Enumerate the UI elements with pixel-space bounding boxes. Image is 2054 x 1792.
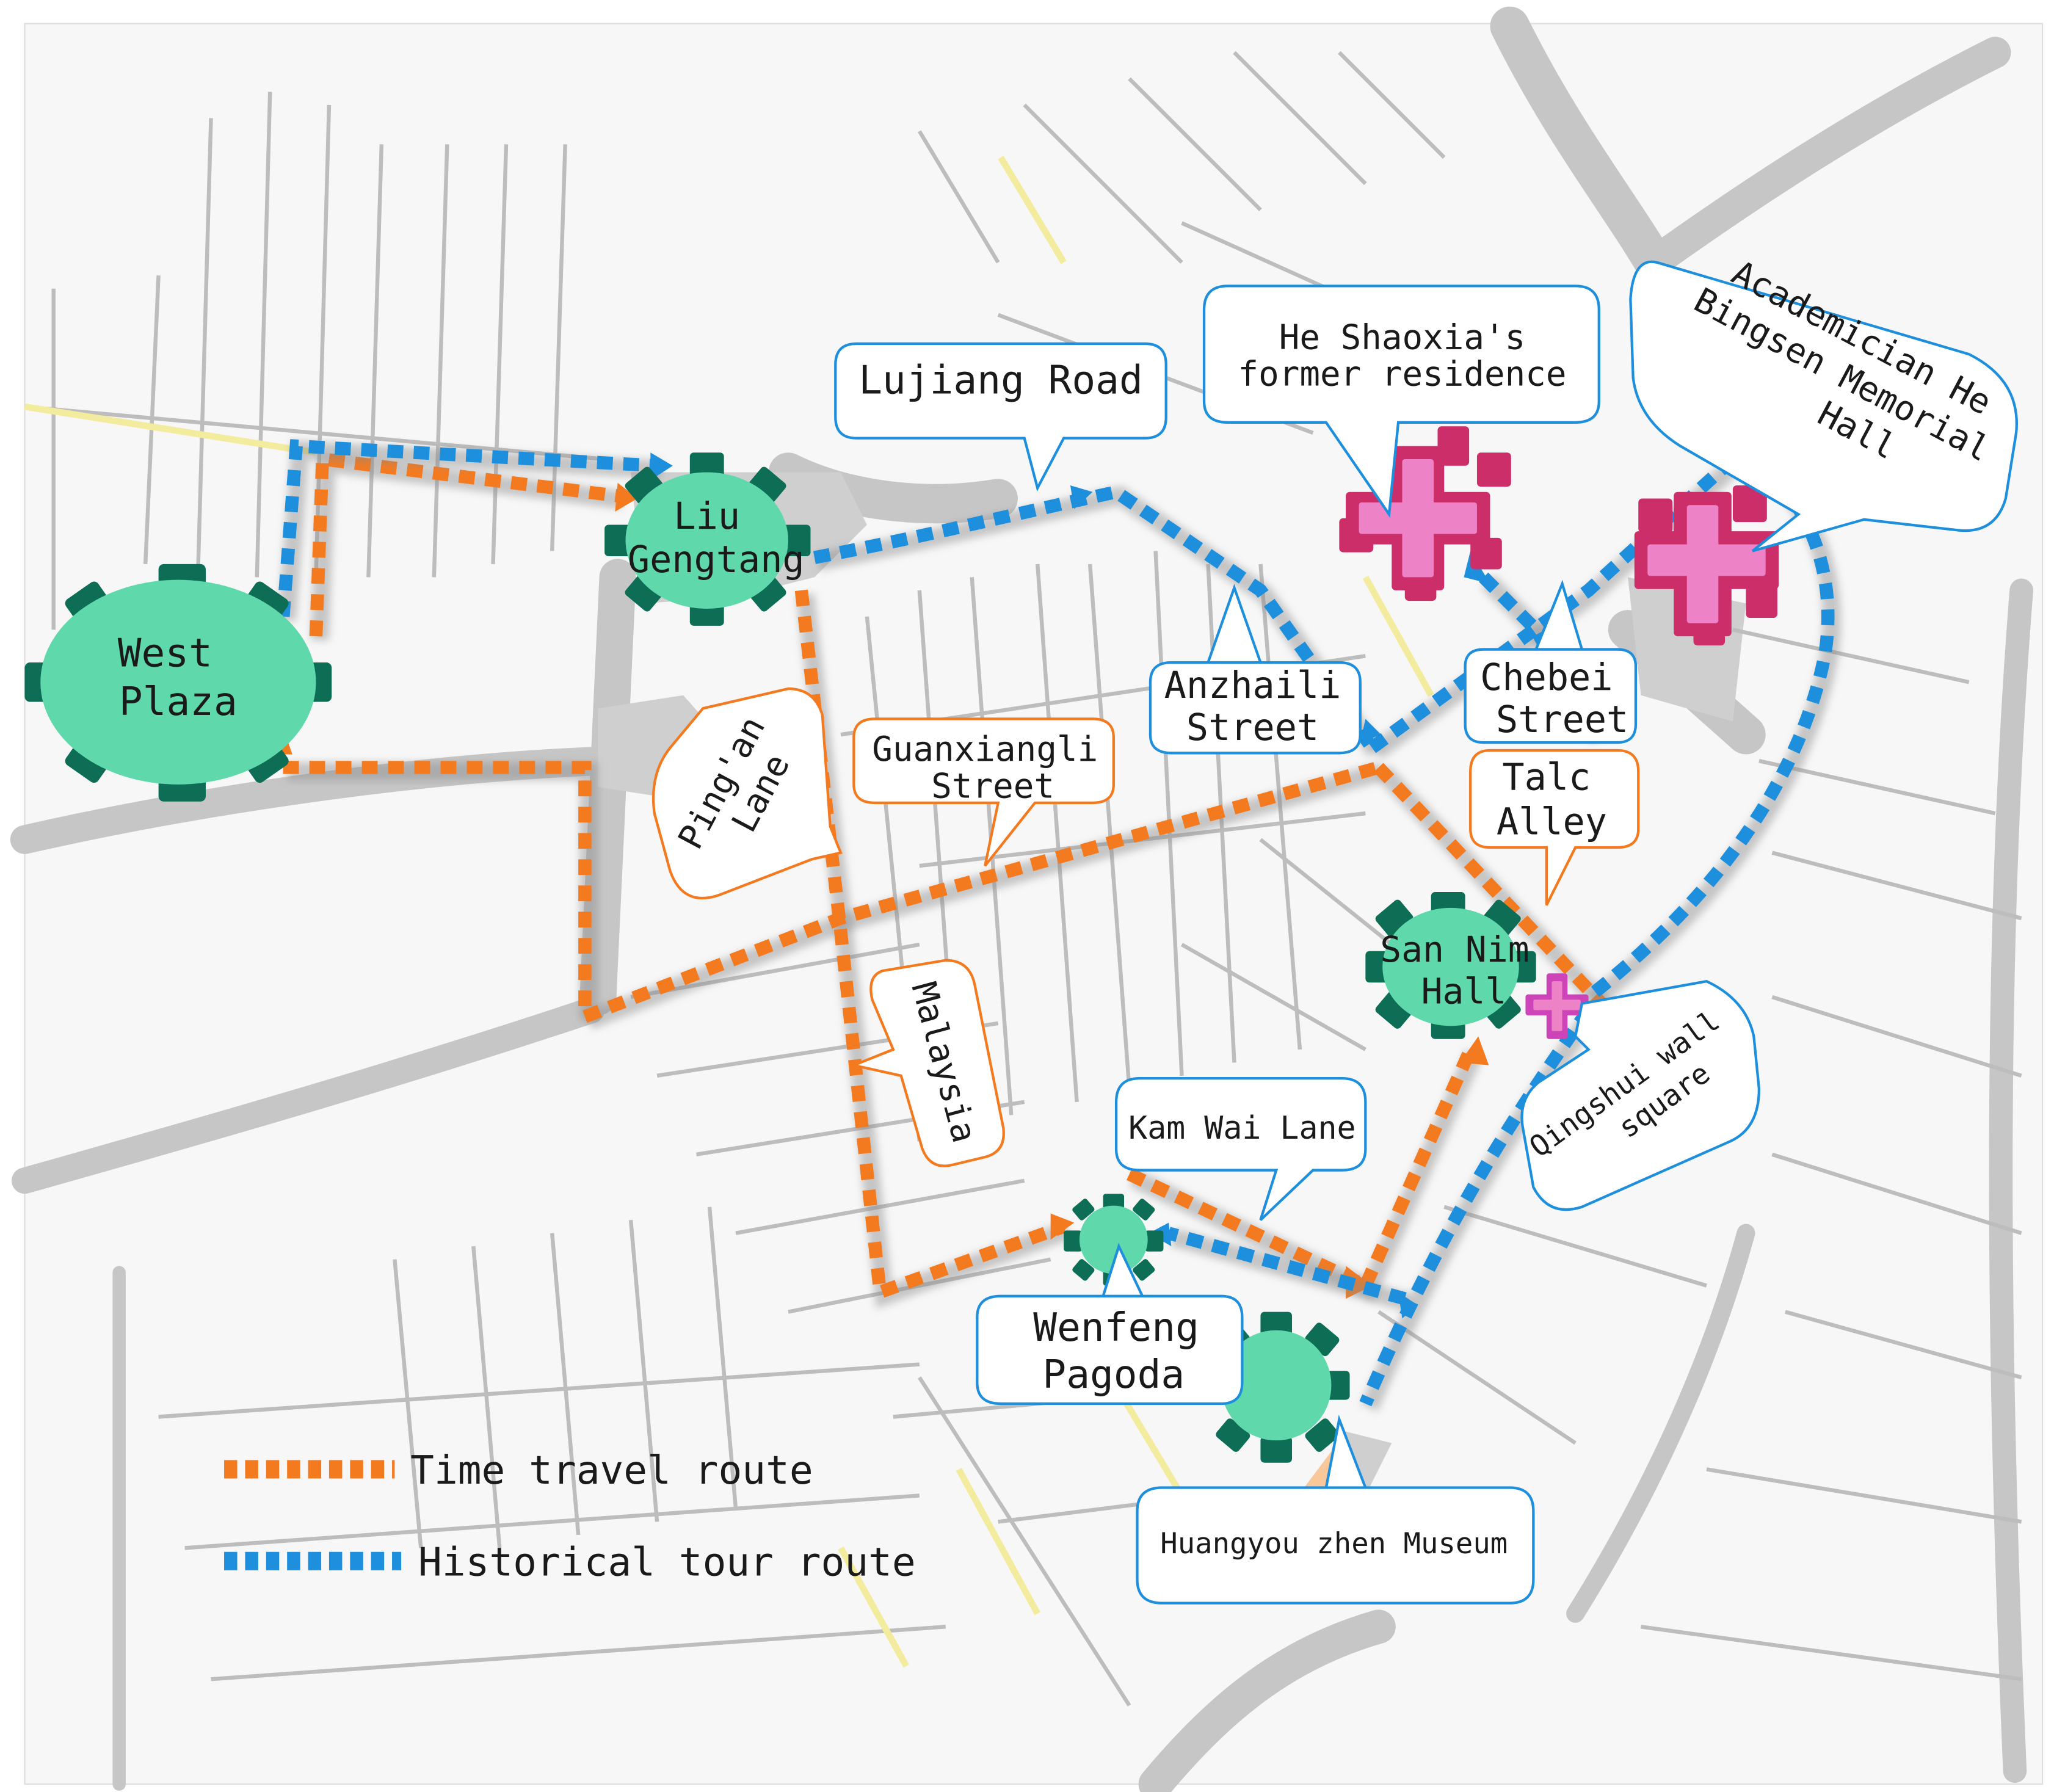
plaza-liu-gengtang: Liu Gengtang — [604, 452, 811, 626]
callout-bubble — [1149, 584, 1362, 755]
legend-label: Historical tour route — [418, 1539, 916, 1585]
place-label-line: Hall — [1421, 971, 1507, 1012]
legend: Time travel route Historical tour route — [224, 1448, 916, 1585]
place-label-line: San Nim — [1380, 929, 1529, 970]
callout-huangyou: Huangyou zhen Museum — [1136, 1415, 1535, 1605]
callout-label: Kam Wai Lane — [1128, 1110, 1355, 1147]
place-label-line: Pagoda — [1042, 1352, 1185, 1398]
callout-label: Chebei — [1480, 656, 1613, 699]
historical-route-segment-a — [277, 439, 658, 617]
callout-label: Guanxiangli — [872, 730, 1098, 769]
plaza-disc — [1221, 1330, 1332, 1441]
callout-bubble — [849, 959, 1005, 1167]
plaza-disc — [1079, 1205, 1148, 1274]
arrowhead-icon — [615, 482, 637, 512]
callout-bubble — [651, 687, 843, 900]
plaza-san-nim-hall: San Nim Hall — [1365, 892, 1536, 1039]
arrowhead-icon — [1070, 485, 1093, 509]
callout-label: Street — [1496, 698, 1628, 741]
legend-label: Time travel route — [410, 1448, 813, 1493]
place-label-line: Liu — [673, 495, 740, 538]
callout-kam-wai-lane: Kam Wai Lane — [1114, 1077, 1367, 1221]
callout-label: Street — [1186, 706, 1319, 749]
residence-qingshui — [1525, 973, 1589, 1039]
arrowhead-icon — [1050, 1213, 1075, 1240]
callout-guanxiangli: Guanxiangli Street — [852, 717, 1115, 867]
time-route-segment-a — [309, 451, 619, 637]
callout-lujiang-road: Lujiang Road — [834, 342, 1167, 492]
arrowhead-icon — [650, 452, 673, 481]
plaza-disc — [1382, 907, 1519, 1026]
callout-malaysia: Malaysia — [849, 959, 1005, 1167]
callout-wenfeng-pagoda: Wenfeng Pagoda — [976, 1242, 1244, 1406]
callout-bubble — [976, 1242, 1244, 1406]
place-label-line: Gengtang — [628, 539, 805, 581]
callout-label: Huangyou zhen Museum — [1160, 1527, 1508, 1561]
callout-label: Lujiang Road — [858, 358, 1143, 404]
callout-bubble — [1464, 579, 1638, 744]
callout-bubble — [1469, 749, 1640, 906]
callout-bubble — [1136, 1415, 1535, 1605]
callout-pingan-lane: Ping'an Lane — [651, 687, 843, 900]
callout-chebei: Chebei Street — [1464, 579, 1638, 744]
callout-label: Anzhaili — [1164, 664, 1341, 707]
residence-academician — [1634, 485, 1779, 646]
arrowhead-icon — [1460, 1036, 1489, 1065]
callout-he-shaoxia: He Shaoxia's former residence — [1202, 285, 1600, 518]
historical-route-segment-f — [1359, 1006, 1594, 1407]
time-route-segment-b — [283, 761, 592, 1017]
callout-bubble — [1520, 979, 1761, 1211]
time-route-segment-d — [1374, 763, 1606, 1009]
time-route-segment-f — [1127, 1047, 1477, 1295]
place-label-line: Wenfeng — [1033, 1305, 1199, 1351]
legend-item-time: Time travel route — [224, 1448, 813, 1493]
callout-bubble — [1202, 285, 1600, 518]
historical-route-segment-g — [1167, 1227, 1407, 1305]
yellow-lanes — [24, 156, 1434, 1668]
callout-talc-alley: Talc Alley — [1469, 749, 1640, 906]
historical-route-segment-b — [813, 485, 1377, 752]
callout-qingshui: Qingshui wall square — [1520, 979, 1761, 1211]
arrowhead-icon — [1398, 1292, 1418, 1319]
callout-bubble — [1629, 260, 2018, 553]
callout-label: Talc — [1502, 756, 1591, 799]
callout-bubble — [852, 717, 1115, 867]
callout-bubble — [834, 342, 1167, 492]
place-label-line: Plaza — [119, 679, 238, 725]
callout-label: Alley — [1497, 801, 1607, 844]
plaza-disc — [40, 579, 316, 785]
callout-label: Street — [931, 766, 1054, 806]
time-travel-route — [274, 451, 1613, 1309]
legend-item-historical: Historical tour route — [224, 1539, 916, 1585]
callout-anzhaili: Anzhaili Street — [1149, 584, 1362, 755]
callout-label: former residence — [1238, 355, 1566, 394]
plaza-west: West Plaza — [24, 564, 332, 802]
callout-label: He Shaoxia's — [1279, 318, 1526, 358]
callout-bubble — [1114, 1077, 1367, 1221]
place-label-line: West — [118, 630, 212, 676]
plaza-disc — [625, 472, 788, 609]
